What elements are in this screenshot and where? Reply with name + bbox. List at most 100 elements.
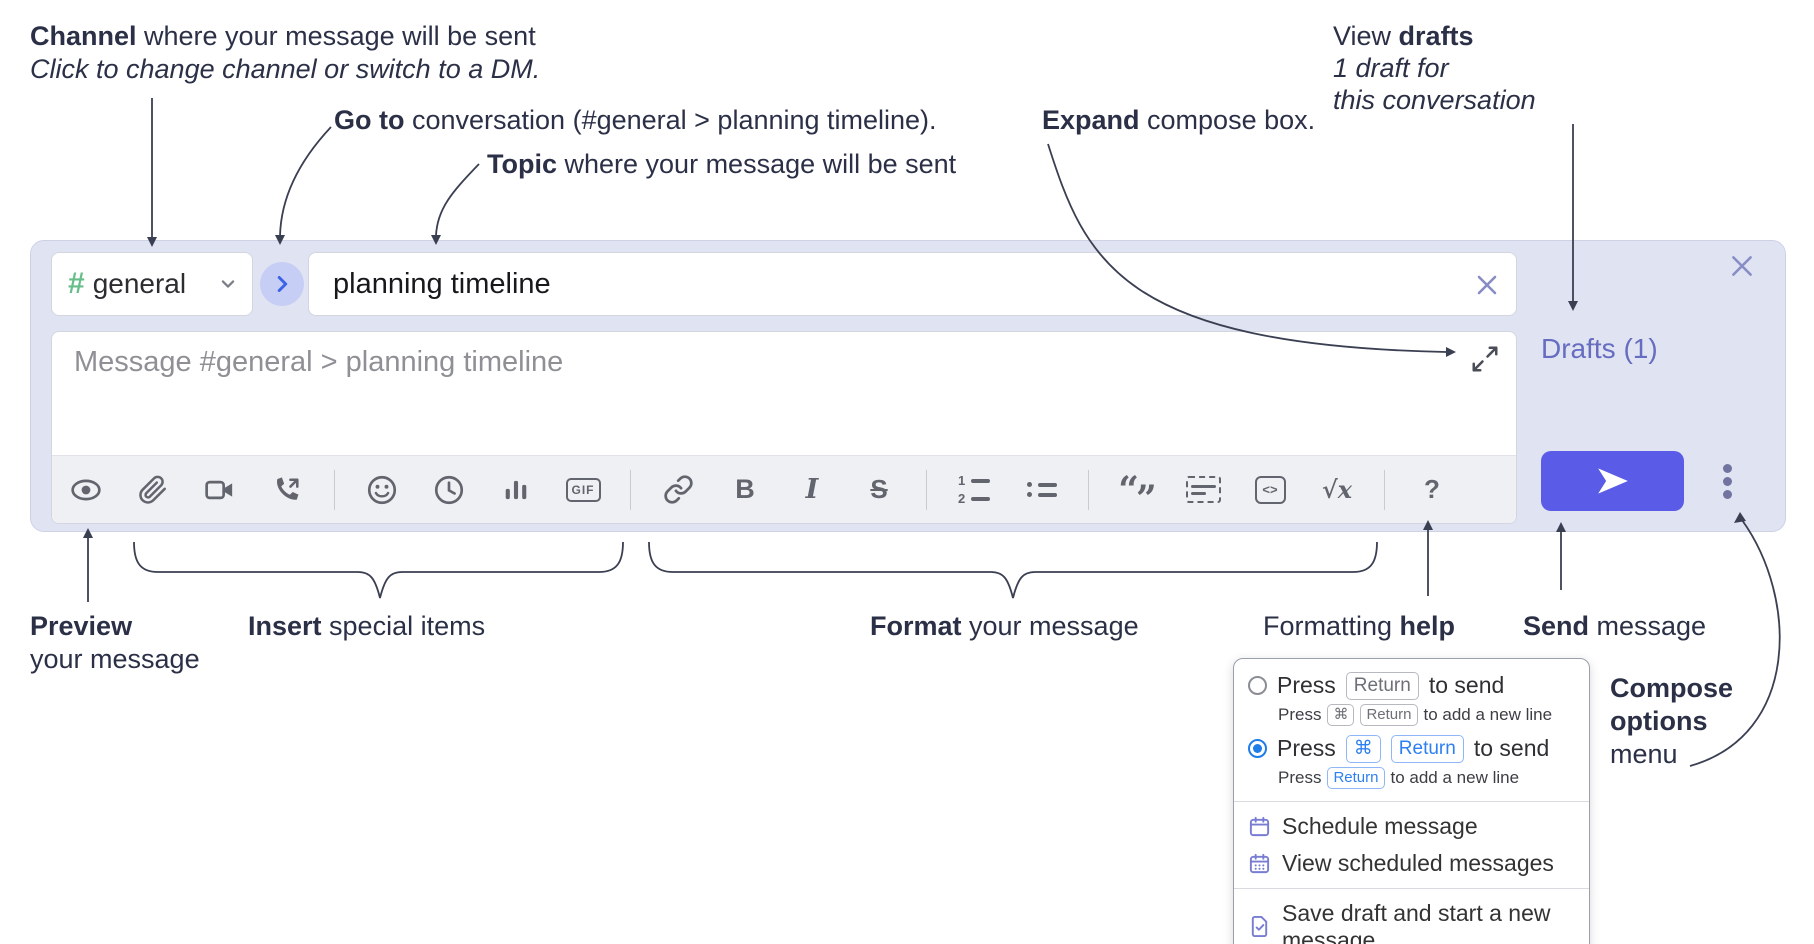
radio-unselected-icon[interactable] bbox=[1248, 676, 1267, 696]
toolbar-divider bbox=[1384, 469, 1385, 510]
menu-item-label: Schedule message bbox=[1282, 812, 1478, 839]
annotation-view-drafts-bold: drafts bbox=[1398, 21, 1474, 51]
kbd-return: Return bbox=[1345, 672, 1419, 700]
compose-options-button[interactable] bbox=[1709, 457, 1745, 505]
message-input[interactable] bbox=[52, 332, 1516, 452]
gif-label: GIF bbox=[565, 477, 601, 502]
numbered-list-glyph: 1 2 bbox=[958, 474, 990, 505]
annotation-view-drafts-pre: View bbox=[1333, 21, 1399, 51]
math-icon[interactable]: √x bbox=[1317, 470, 1357, 510]
chevron-down-icon bbox=[221, 280, 235, 288]
italic-icon[interactable]: I bbox=[792, 470, 832, 510]
emoji-icon[interactable] bbox=[362, 470, 402, 510]
preview-eye-icon[interactable] bbox=[66, 470, 106, 510]
numbered-list-icon[interactable]: 1 2 bbox=[954, 470, 994, 510]
annotation-preview-line2: your message bbox=[30, 644, 200, 674]
menu-item-schedule-message[interactable]: Schedule message bbox=[1234, 808, 1589, 845]
poll-icon[interactable] bbox=[496, 470, 536, 510]
drafts-link[interactable]: Drafts (1) bbox=[1541, 333, 1658, 364]
ol-num-2: 2 bbox=[958, 491, 966, 506]
calendar-icon bbox=[1249, 816, 1270, 836]
channel-selector[interactable]: # general bbox=[51, 252, 253, 316]
menu-divider bbox=[1234, 800, 1589, 802]
kbd-return: Return bbox=[1390, 734, 1464, 763]
video-call-icon[interactable] bbox=[200, 470, 240, 510]
annotation-format-bold: Format bbox=[870, 611, 962, 641]
bulleted-list-icon[interactable] bbox=[1021, 470, 1061, 510]
radio-selected-icon[interactable] bbox=[1248, 739, 1267, 759]
spoiler-icon[interactable] bbox=[1183, 470, 1223, 510]
annotation-view-drafts-line2: 1 draft for bbox=[1333, 53, 1449, 83]
annotation-view-drafts: View drafts bbox=[1333, 20, 1474, 52]
kebab-dot bbox=[1722, 463, 1732, 473]
kebab-dot bbox=[1722, 476, 1732, 486]
gif-icon[interactable]: GIF bbox=[563, 470, 603, 510]
send-button[interactable] bbox=[1541, 451, 1684, 511]
menu-item-label: View scheduled messages bbox=[1282, 849, 1554, 876]
annotation-channel-line1: Channel where your message will be sent bbox=[30, 20, 536, 52]
compose-options-menu: Press Return to send Press ⌘ Return to a… bbox=[1233, 658, 1590, 944]
link-icon[interactable] bbox=[658, 470, 698, 510]
annotation-help-pre: Formatting bbox=[1263, 611, 1400, 641]
toolbar-divider bbox=[630, 469, 631, 510]
annotation-expand-rest: compose box. bbox=[1139, 105, 1316, 135]
time-icon[interactable] bbox=[429, 470, 469, 510]
annotation-goto-bold: Go to bbox=[334, 105, 405, 135]
toolbar-divider bbox=[334, 469, 335, 510]
strike-glyph: S bbox=[870, 474, 888, 504]
topic-input[interactable] bbox=[309, 253, 1516, 315]
send-option-enter[interactable]: Press Return to send bbox=[1234, 669, 1589, 703]
annotation-goto: Go to conversation (#general > planning … bbox=[334, 104, 937, 136]
connector-goto bbox=[279, 126, 332, 237]
channel-name: general bbox=[92, 268, 187, 299]
channel-hash-icon: # bbox=[68, 267, 85, 300]
message-box: GIF B I S 1 2 bbox=[51, 331, 1517, 524]
formatting-help-icon[interactable]: ? bbox=[1412, 470, 1452, 510]
compose-toolbar: GIF B I S 1 2 bbox=[52, 455, 1516, 523]
expand-compose-button[interactable] bbox=[1470, 344, 1500, 374]
close-compose-button[interactable] bbox=[1725, 249, 1759, 283]
annotation-channel-line2: Click to change channel or switch to a D… bbox=[30, 54, 541, 84]
option-subtext: Press bbox=[1278, 767, 1322, 787]
kbd-return: Return bbox=[1327, 766, 1385, 789]
expand-icon bbox=[1472, 346, 1498, 372]
annotation-send-bold: Send bbox=[1523, 611, 1590, 641]
annotation-expand-bold: Expand bbox=[1042, 105, 1140, 135]
strikethrough-icon[interactable]: S bbox=[859, 470, 899, 510]
clear-topic-button[interactable] bbox=[1472, 270, 1502, 300]
menu-item-save-draft[interactable]: Save draft and start a new message bbox=[1234, 895, 1589, 944]
option-text: Press bbox=[1277, 672, 1336, 699]
close-icon bbox=[1477, 275, 1497, 295]
option-subtext: to add a new line bbox=[1390, 767, 1520, 787]
annotation-compose-options-line1: Compose bbox=[1610, 673, 1734, 703]
annotation-expand: Expand compose box. bbox=[1042, 104, 1315, 136]
kbd-cmd: ⌘ bbox=[1345, 734, 1381, 763]
menu-item-view-scheduled[interactable]: View scheduled messages bbox=[1234, 845, 1589, 882]
toolbar-divider bbox=[1088, 469, 1089, 510]
ol-num-1: 1 bbox=[958, 473, 966, 488]
send-option-cmd-enter-sub: Press Return to add a new line bbox=[1234, 766, 1589, 795]
send-option-enter-sub: Press ⌘ Return to add a new line bbox=[1234, 703, 1589, 732]
annotation-send: Send message bbox=[1523, 610, 1706, 642]
topic-input-wrap bbox=[308, 252, 1517, 316]
brace-insert bbox=[133, 541, 624, 599]
goto-conversation-button[interactable] bbox=[260, 262, 304, 306]
quote-icon[interactable]: “” bbox=[1118, 468, 1156, 520]
annotation-compose-options-line2: options bbox=[1610, 706, 1708, 736]
math-glyph: √x bbox=[1321, 475, 1353, 504]
draft-check-icon bbox=[1251, 916, 1268, 938]
annotation-goto-rest: conversation (#general > planning timeli… bbox=[404, 105, 937, 135]
compose-box: # general bbox=[30, 240, 1786, 532]
menu-item-label: Save draft and start a new message bbox=[1282, 899, 1551, 944]
spoiler-glyph bbox=[1185, 476, 1221, 503]
send-option-cmd-enter[interactable]: Press ⌘ Return to send bbox=[1234, 732, 1589, 766]
code-icon[interactable]: <> bbox=[1250, 470, 1290, 510]
annotation-format: Format your message bbox=[870, 610, 1139, 642]
option-text: to send bbox=[1473, 735, 1550, 762]
option-subtext: Press bbox=[1278, 704, 1322, 724]
annotation-view-drafts-line3: this conversation bbox=[1333, 85, 1536, 115]
option-text: Press bbox=[1277, 735, 1336, 762]
attach-paperclip-icon[interactable] bbox=[133, 470, 173, 510]
bold-icon[interactable]: B bbox=[725, 470, 765, 510]
audio-call-icon[interactable] bbox=[267, 470, 307, 510]
